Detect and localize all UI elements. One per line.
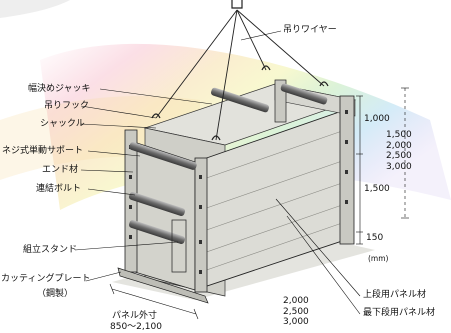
dim-upper-height: 1,000 xyxy=(364,114,390,124)
dim-total-height: 2,500 xyxy=(386,151,412,161)
dim-panel-length: 2,500 xyxy=(283,306,309,317)
cutting-plate xyxy=(117,267,209,304)
leader-lines xyxy=(74,30,361,315)
panel-seams xyxy=(194,129,346,275)
back-right-post xyxy=(274,79,287,123)
hooks xyxy=(151,65,329,141)
dim-total-height: 3,000 xyxy=(386,161,412,172)
strut-middle xyxy=(128,192,186,216)
dim-unit: (mm) xyxy=(368,254,389,263)
assembly-stand xyxy=(171,219,187,273)
front-left-post xyxy=(194,157,208,293)
dim-total-height: 1,500 xyxy=(386,130,412,140)
label-cutting-plate-material: （鋼製） xyxy=(37,289,74,299)
dim-panel-length: 3,000 xyxy=(283,317,309,327)
label-width-jack: 幅決めジャッキ xyxy=(28,84,91,94)
top-strut-back xyxy=(211,87,269,113)
label-connecting-bolt: 連結ボルト xyxy=(36,184,82,194)
label-assembly-stand: 組立スタンド xyxy=(23,245,78,255)
dim-panel-outer-title: パネル外寸 xyxy=(112,311,158,321)
width-dim-line xyxy=(109,283,199,320)
top-strut-right xyxy=(280,83,328,105)
dim-total-height: 2,000 xyxy=(386,140,412,151)
label-bottom-panel: 最下段用パネル材 xyxy=(363,308,436,318)
wire-ring xyxy=(231,0,243,9)
dim-panel-outer-range: 850〜2,100 xyxy=(110,322,162,332)
label-cutting-plate: カッティングプレート xyxy=(1,274,91,284)
strut-upper xyxy=(129,142,197,170)
label-lifting-hook: 吊りフック xyxy=(44,101,90,111)
label-lifting-wire: 吊りワイヤー xyxy=(283,25,337,35)
corner-wash xyxy=(0,0,70,18)
label-screw-strut: ネジ式単動サポート xyxy=(2,146,84,156)
lifting-wires xyxy=(155,9,325,141)
dim-total-heights: 1,500 2,000 2,500 3,000 xyxy=(386,130,412,172)
dim-bottom-height: 150 xyxy=(366,233,384,243)
label-shackle: シャックル xyxy=(40,119,85,129)
height-dim-lines xyxy=(356,87,409,245)
label-upper-panel: 上段用パネル材 xyxy=(363,290,427,300)
dim-panel-lengths: 2,000 2,500 3,000 xyxy=(283,296,309,328)
dim-lower-height: 1,500 xyxy=(364,184,390,194)
dim-panel-length: 2,000 xyxy=(283,296,309,306)
strut-lower xyxy=(128,220,186,244)
label-end-member: エンド材 xyxy=(42,165,79,175)
